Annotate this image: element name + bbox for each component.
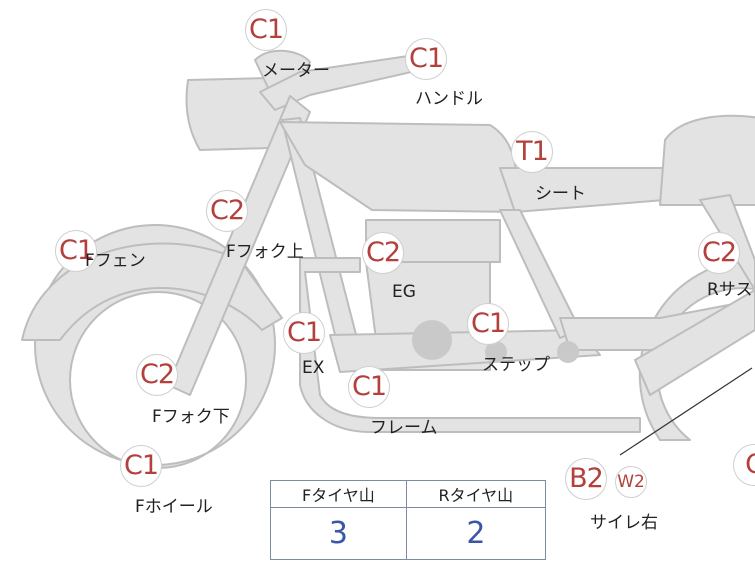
frame-grade-badge: C1	[348, 366, 390, 408]
engine-label: EG	[392, 282, 416, 302]
footpeg-left	[485, 341, 507, 363]
meter-label: メーター	[262, 61, 330, 81]
front-fender-label: Fフェン	[85, 251, 146, 271]
frame-lower	[299, 257, 641, 433]
handle-grade-badge: C1	[405, 38, 447, 80]
fork-upper-label: Fフォク上	[226, 242, 304, 262]
seat-label: シート	[535, 184, 586, 204]
muffler-right-label: サイレ右	[590, 513, 658, 533]
front-tire-header: Fタイヤ山	[270, 479, 407, 509]
seat-grade-badge: T1	[511, 131, 553, 173]
fork-upper-grade-badge: C2	[206, 190, 248, 232]
muffler-right-extra-badge: W2	[615, 466, 647, 498]
front-wheel-label: Fホイール	[135, 497, 213, 517]
fork-lower-grade-badge: C2	[136, 354, 178, 396]
front-tire-value: 3	[270, 507, 407, 560]
rear-tire-header: Rタイヤ山	[405, 479, 547, 509]
exhaust-label: EX	[302, 358, 325, 378]
rear-suspension-label: Rサス	[707, 280, 753, 300]
rear-suspension-grade-badge: C2	[698, 232, 740, 274]
seat	[659, 114, 755, 206]
step-label: ステップ	[482, 355, 550, 375]
muffler-leader-line	[619, 367, 753, 456]
exhaust-grade-badge: C1	[283, 312, 325, 354]
muffler	[634, 289, 755, 396]
handle-label: ハンドル	[415, 89, 483, 109]
step-grade-badge: C1	[467, 303, 509, 345]
muffler-right-grade-badge: B2	[565, 458, 607, 500]
frame-label: フレーム	[370, 418, 438, 438]
tire-tread-table: Fタイヤ山 Rタイヤ山 3 2	[270, 479, 547, 560]
engine-cover	[412, 320, 452, 360]
footpeg-right	[557, 341, 579, 363]
meter-grade-badge: C1	[245, 9, 287, 51]
fork-lower-label: Fフォク下	[152, 407, 230, 427]
rear-tire-value: 2	[405, 507, 547, 560]
front-fender-grade-badge: C1	[55, 230, 97, 272]
front-wheel-grade-badge: C1	[120, 445, 162, 487]
engine-grade-badge: C2	[362, 232, 404, 274]
front-fork	[167, 95, 311, 396]
